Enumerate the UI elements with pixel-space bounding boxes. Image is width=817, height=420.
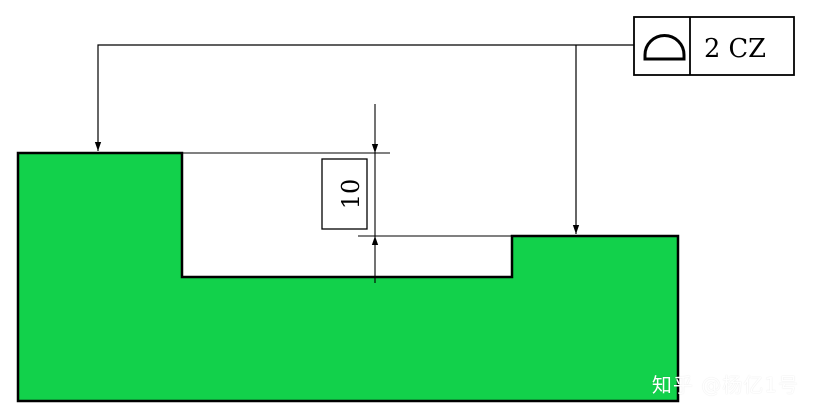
watermark: 知乎 @杨亿1号 <box>651 373 799 397</box>
leader-lines <box>94 44 634 234</box>
feature-control-frame: 2 CZ <box>633 16 795 76</box>
dimension-value: 10 <box>337 179 365 210</box>
profile-of-surface-icon <box>643 34 686 61</box>
dimension-box: 10 <box>321 158 368 230</box>
extension-lines <box>182 152 512 237</box>
tolerance-value: 2 CZ <box>704 34 766 64</box>
